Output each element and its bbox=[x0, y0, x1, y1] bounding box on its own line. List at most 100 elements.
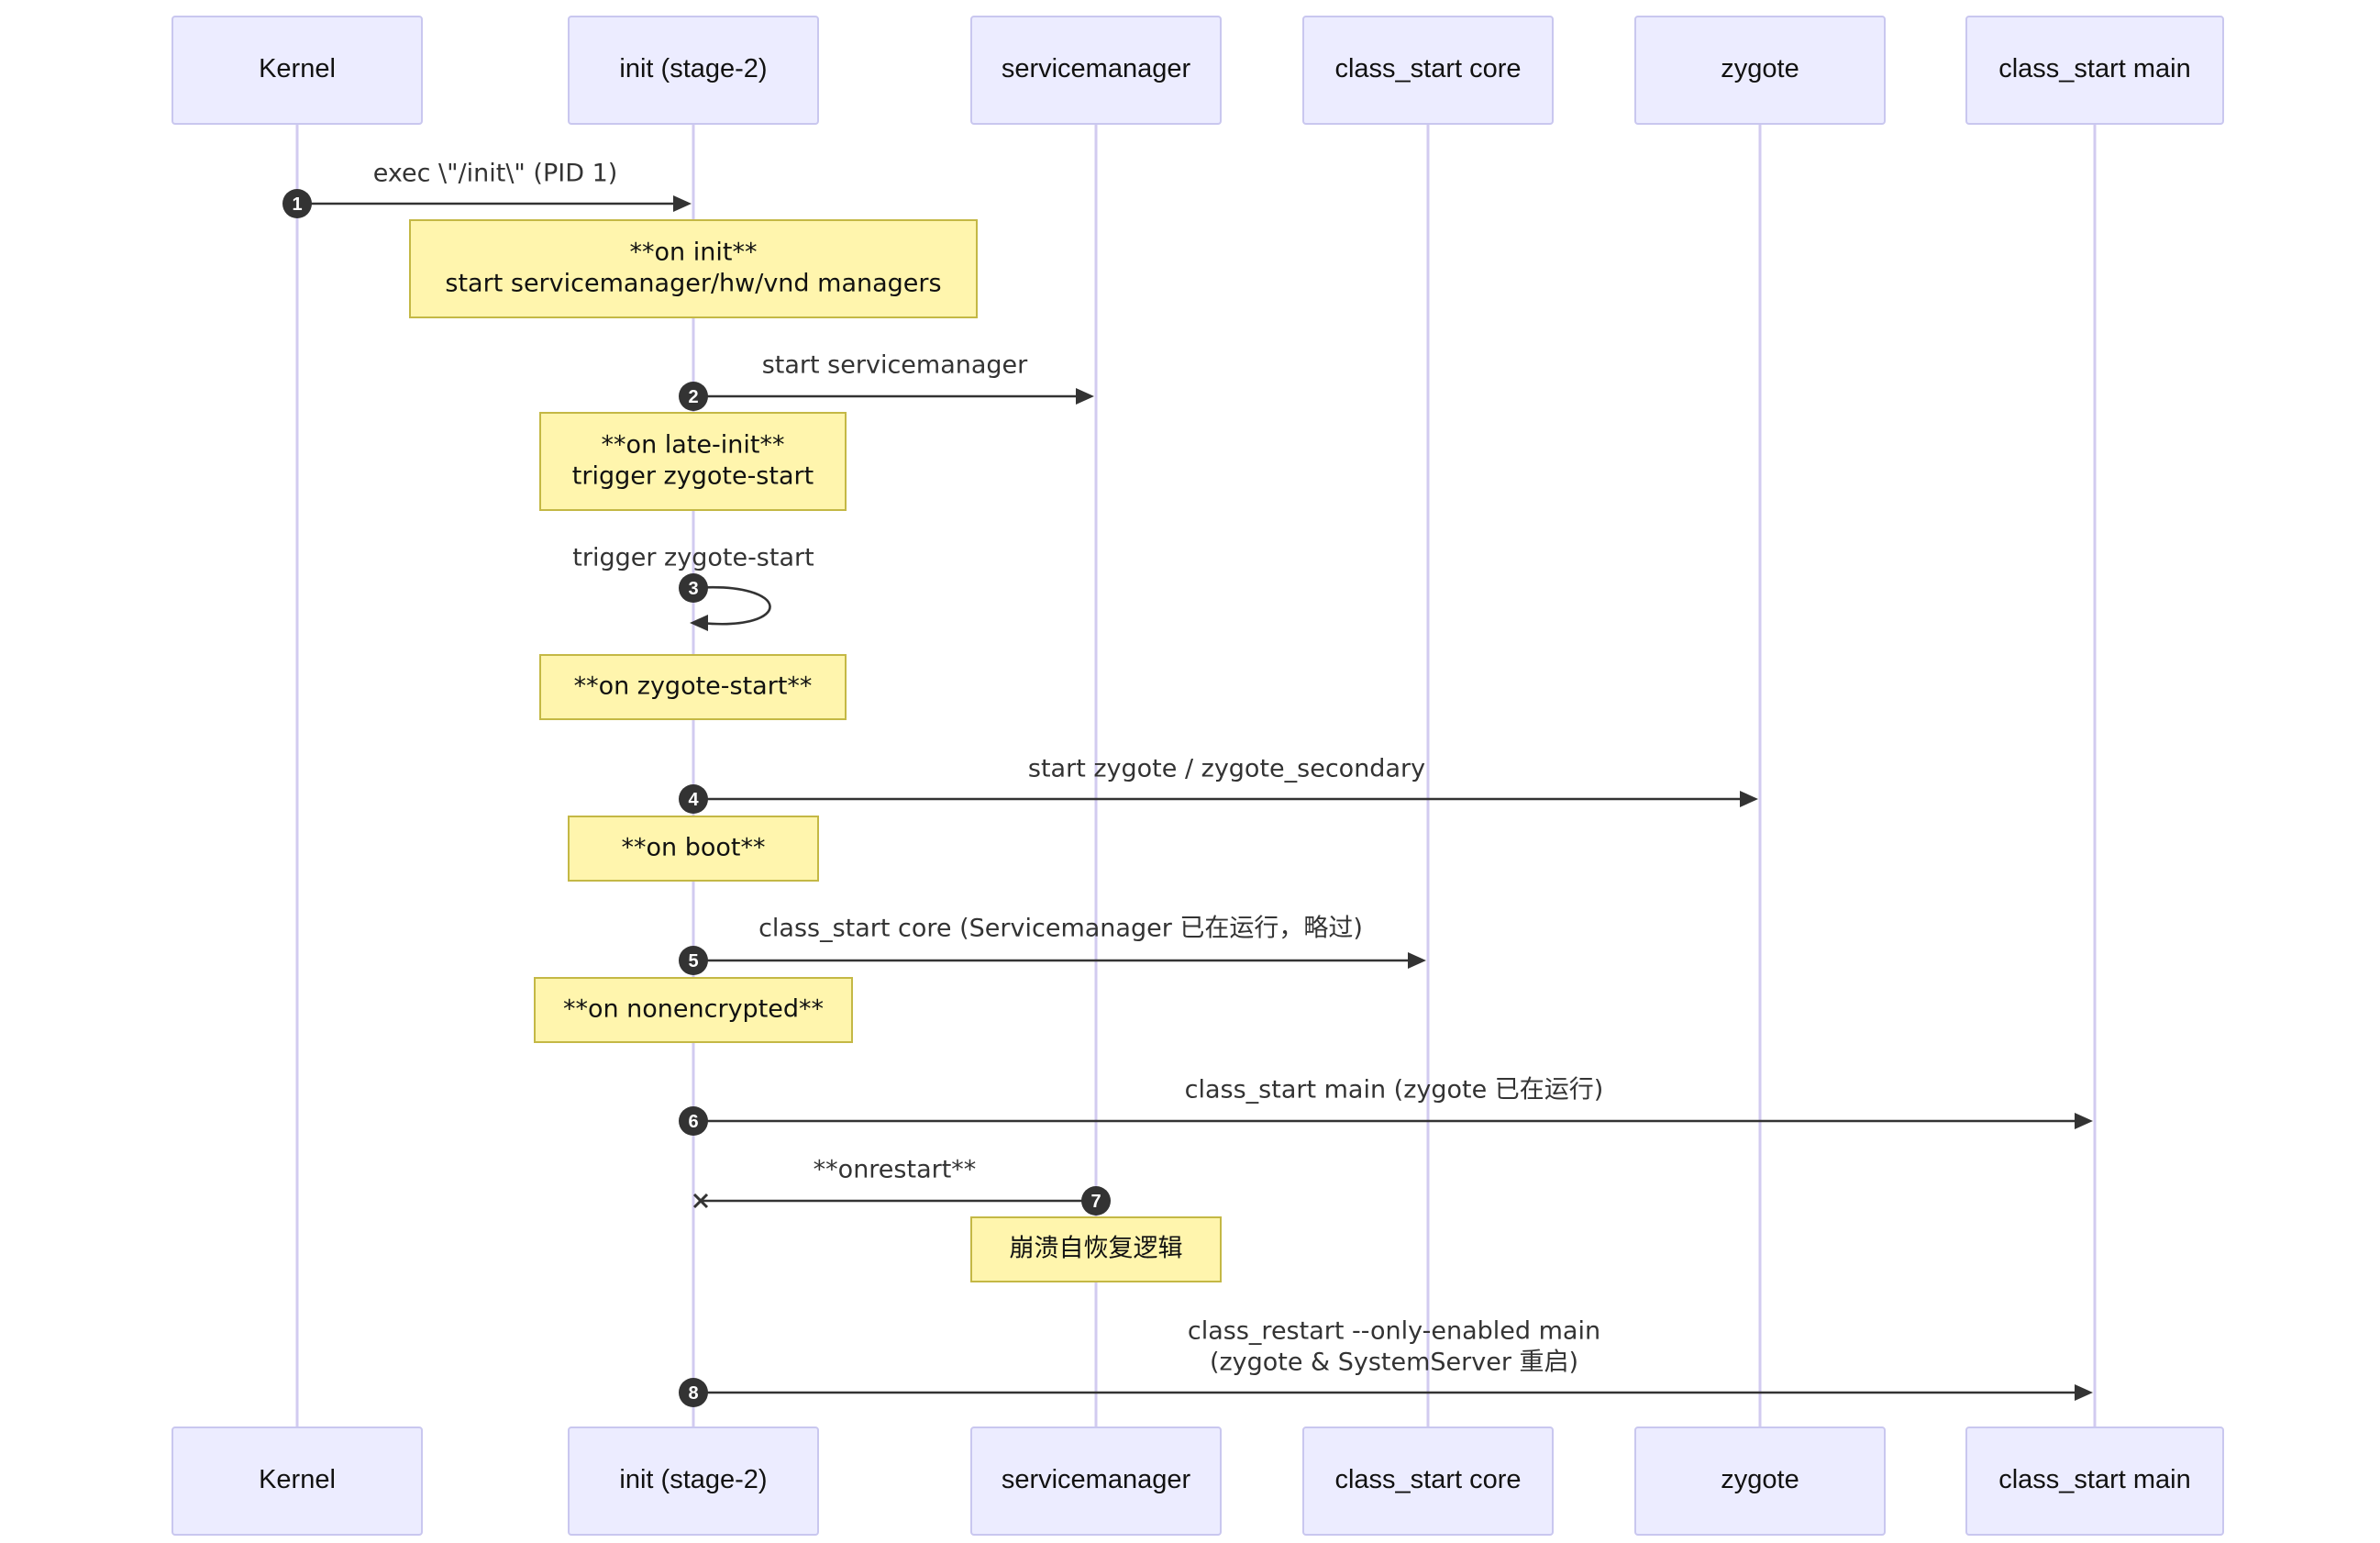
sequence-circle bbox=[679, 946, 708, 975]
sequence-number-badge: 8 bbox=[679, 1378, 708, 1407]
arrowhead bbox=[673, 195, 692, 212]
note: **on boot** bbox=[568, 816, 819, 882]
message-4: start zygote / zygote_secondary 4 bbox=[679, 755, 1758, 814]
participant-kernel-top: Kernel bbox=[172, 16, 423, 125]
sequence-number: 7 bbox=[1090, 1192, 1101, 1212]
participant-box bbox=[1634, 16, 1886, 125]
note-text: **on nonencrypted** bbox=[563, 995, 824, 1024]
note-box bbox=[539, 412, 847, 511]
participant-init-top: init (stage-2) bbox=[568, 16, 819, 125]
sequence-number-badge: 1 bbox=[282, 189, 312, 218]
sequence-number-badge: 2 bbox=[679, 382, 708, 411]
participant-servicemanager-bottom: servicemanager bbox=[970, 1426, 1222, 1536]
participants-top: Kernel init (stage-2) servicemanager class_… bbox=[172, 16, 2224, 125]
participant-box bbox=[1965, 16, 2224, 125]
message-label: start zygote / zygote_secondary bbox=[1028, 755, 1425, 783]
participant-label: servicemanager bbox=[1002, 1465, 1191, 1494]
participant-label: init (stage-2) bbox=[619, 1465, 767, 1494]
participant-main-bottom: class_start main bbox=[1965, 1426, 2224, 1536]
sequence-circle bbox=[282, 189, 312, 218]
sequence-number: 2 bbox=[688, 387, 698, 407]
participant-main-top: class_start main bbox=[1965, 16, 2224, 125]
note-box bbox=[970, 1216, 1222, 1282]
arrowhead bbox=[690, 615, 708, 631]
note: **on late-init**trigger zygote-start bbox=[539, 412, 847, 511]
participant-box bbox=[172, 1426, 423, 1536]
sequence-number-badge: 5 bbox=[679, 946, 708, 975]
sequence-number: 6 bbox=[688, 1112, 698, 1132]
sequence-number-badge: 7 bbox=[1081, 1186, 1111, 1216]
note-text: **on zygote-start** bbox=[574, 672, 813, 701]
participant-core-top: class_start core bbox=[1302, 16, 1554, 125]
message-2: start servicemanager 2 bbox=[679, 351, 1094, 411]
sequence-circle bbox=[679, 1106, 708, 1136]
lifelines bbox=[295, 124, 2097, 1427]
sequence-number-badge: 6 bbox=[679, 1106, 708, 1136]
participant-label: zygote bbox=[1721, 54, 1799, 83]
participant-box bbox=[1302, 1426, 1554, 1536]
sequence-circle bbox=[679, 573, 708, 603]
arrowhead bbox=[2075, 1113, 2093, 1129]
participant-label: class_start core bbox=[1334, 54, 1521, 83]
cross-head bbox=[692, 1193, 709, 1209]
sequence-number: 3 bbox=[688, 579, 698, 599]
sequence-number-badge: 3 bbox=[679, 573, 708, 603]
participant-servicemanager-top: servicemanager bbox=[970, 16, 1222, 125]
arrowhead bbox=[1408, 952, 1426, 969]
notes: **on init** start servicemanager/hw/vnd m… bbox=[409, 219, 1222, 1282]
sequence-circle bbox=[679, 1378, 708, 1407]
note-box bbox=[534, 977, 853, 1043]
sequence-number: 1 bbox=[292, 194, 302, 215]
participant-zygote-bottom: zygote bbox=[1634, 1426, 1886, 1536]
note-text: start servicemanager/hw/vnd managers bbox=[445, 270, 941, 298]
note-text: 崩溃自恢复逻辑 bbox=[1010, 1235, 1183, 1263]
participant-box bbox=[1302, 16, 1554, 125]
arrowhead bbox=[1076, 388, 1094, 405]
participants-bottom: Kernel init (stage-2) servicemanager class_… bbox=[172, 1426, 2224, 1536]
participant-init-bottom: init (stage-2) bbox=[568, 1426, 819, 1536]
participant-zygote-top: zygote bbox=[1634, 16, 1886, 125]
participant-label: class_start core bbox=[1334, 1465, 1521, 1494]
participant-label: init (stage-2) bbox=[619, 54, 767, 83]
note-text: **on boot** bbox=[622, 834, 766, 862]
note: 崩溃自恢复逻辑 bbox=[970, 1216, 1222, 1282]
arrowhead bbox=[1740, 791, 1758, 807]
message-label: start servicemanager bbox=[762, 351, 1028, 380]
participant-box bbox=[1965, 1426, 2224, 1536]
message-label: exec \"/init\" (PID 1) bbox=[373, 160, 618, 188]
sequence-circle bbox=[1081, 1186, 1111, 1216]
message-label: (zygote & SystemServer 重启) bbox=[1210, 1349, 1578, 1377]
participant-kernel-bottom: Kernel bbox=[172, 1426, 423, 1536]
note-box bbox=[409, 219, 978, 318]
note-text: **on late-init** bbox=[602, 431, 785, 460]
sequence-number: 5 bbox=[688, 951, 698, 971]
participant-label: class_start main bbox=[1998, 1465, 2191, 1494]
participant-core-bottom: class_start core bbox=[1302, 1426, 1554, 1536]
sequence-number: 4 bbox=[688, 790, 699, 810]
sequence-number: 8 bbox=[688, 1383, 698, 1404]
note: **on nonencrypted** bbox=[534, 977, 853, 1043]
sequence-number-badge: 4 bbox=[679, 784, 708, 814]
participant-box bbox=[172, 16, 423, 125]
participant-label: Kernel bbox=[259, 1465, 336, 1494]
message-8: class_restart --only-enabled main (zygote… bbox=[679, 1317, 2093, 1407]
participant-box bbox=[970, 16, 1222, 125]
message-label: class_start main (zygote 已在运行) bbox=[1185, 1076, 1604, 1105]
message-3: trigger zygote-start 3 bbox=[572, 544, 814, 631]
participant-label: Kernel bbox=[259, 54, 336, 83]
message-1: exec \"/init\" (PID 1) 1 bbox=[282, 160, 692, 218]
sequence-circle bbox=[679, 382, 708, 411]
participant-box bbox=[568, 1426, 819, 1536]
message-line bbox=[692, 585, 771, 626]
participant-label: servicemanager bbox=[1002, 54, 1191, 83]
note-text: **on init** bbox=[630, 239, 758, 267]
message-label: class_start core (Servicemanager 已在运行，略过… bbox=[758, 915, 1363, 943]
message-label: class_restart --only-enabled main bbox=[1188, 1317, 1600, 1346]
note: **on zygote-start** bbox=[539, 654, 847, 720]
message-6: class_start main (zygote 已在运行) 6 bbox=[679, 1076, 2093, 1136]
note-text: trigger zygote-start bbox=[572, 462, 814, 491]
message-label: trigger zygote-start bbox=[572, 544, 814, 572]
message-label: **onrestart** bbox=[814, 1156, 977, 1184]
participant-box bbox=[568, 16, 819, 125]
